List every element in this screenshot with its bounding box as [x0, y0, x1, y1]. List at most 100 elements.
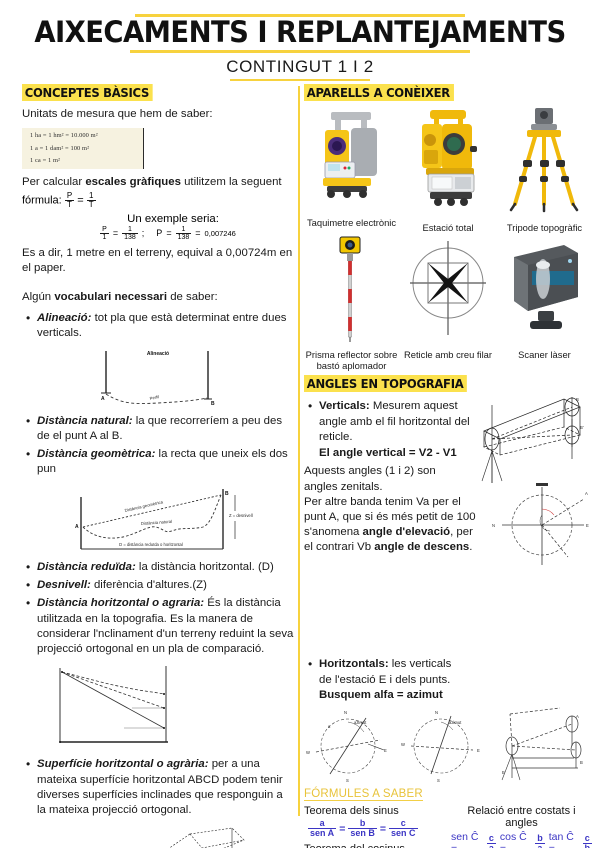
- reticle-icon: [410, 241, 486, 336]
- instrument-reticle: Reticle amb creu filar: [400, 235, 495, 371]
- cos-label: cos Ĉ =: [499, 831, 527, 848]
- list-item: Alineació: tot pla que està determinat e…: [22, 310, 294, 342]
- frac-numerator: 1: [127, 225, 132, 233]
- figure-text-perfil: Perfil: [149, 394, 159, 401]
- document-header: AIXECAMENTS I REPLANTEJAMENTS CONTINGUT …: [0, 0, 600, 81]
- instrument-caption: Reticle amb creu filar: [403, 349, 493, 361]
- definition-text: tot pla que està determinat entre dues v…: [37, 312, 287, 340]
- para2-a: Per altre banda tenim Va per el punt A, …: [304, 495, 476, 539]
- cosinus-title: Teorema del cosinus: [304, 843, 445, 848]
- svg-text:azimut: azimut: [449, 720, 462, 725]
- svg-text:azimut: azimut: [354, 720, 367, 725]
- list-item: Distància reduïda: la distància horitzon…: [22, 559, 294, 575]
- frac-numerator: P: [66, 190, 73, 200]
- tripod-icon: [510, 108, 579, 213]
- term-superficie-horitzontal: Superfície horitzontal o agrària:: [37, 758, 209, 771]
- scales-bold: escales gràfiques: [85, 176, 181, 189]
- figure-text-alineacio: Alineació: [147, 351, 169, 357]
- example-label: Un exemple seria:: [127, 212, 219, 225]
- frac-denominator: sen C: [388, 828, 418, 839]
- term-distancia-geometrica: Distància geomètrica:: [37, 448, 156, 461]
- svg-text:N: N: [344, 710, 347, 715]
- para2-b: , per el contrari Vb: [304, 526, 473, 554]
- definition-text: És la distància utilitzada en la topogra…: [37, 597, 294, 656]
- para2-bold1: angle d'elevació: [362, 526, 451, 539]
- term-distancia-natural: Distància natural:: [37, 414, 133, 427]
- vocab-list-2: Distància natural: la que recorreríem a …: [22, 413, 294, 478]
- relacio-title: Relació entre costats i angles: [467, 805, 576, 830]
- total-station-icon: [422, 110, 477, 206]
- figure-estacio-punts: E A B: [501, 707, 583, 781]
- term-distancia-reduida: Distància reduïda:: [37, 560, 136, 573]
- svg-text:E: E: [586, 523, 589, 528]
- equals-sign: =: [195, 228, 201, 239]
- frac-denominator: 138: [175, 232, 192, 241]
- sinus-term: a sen A: [308, 818, 337, 838]
- label-horitzontals: Horitzontals:: [319, 658, 389, 671]
- label-verticals: Verticals:: [319, 400, 370, 413]
- para2-c: .: [469, 541, 473, 554]
- figure-text-a: A: [75, 524, 79, 530]
- units-row: 1 ha = 1 hm² = 10.000 m²: [30, 132, 98, 140]
- relacio-formulas: sen Ĉ = c a cos Ĉ = b a tan Ĉ = c: [451, 831, 592, 848]
- instrument-taquimetre: Taquimetre electrònic: [304, 106, 399, 233]
- term-distancia-horitzontal: Distància horitzontal o agraria:: [37, 597, 205, 610]
- equals-sign: =: [339, 822, 346, 835]
- frac-denominator: T: [64, 199, 75, 209]
- instruments-row-1: Taquimetre electrònic: [304, 106, 592, 233]
- sinus-term: b sen B: [348, 819, 377, 838]
- horitzontals-bold: Busquem alfa = azimut: [319, 688, 443, 701]
- frac-numerator: 1: [181, 225, 186, 233]
- section-title-conceptes: CONCEPTES BÀSICS: [22, 84, 153, 101]
- list-item: Superfície horitzontal o agrària: per a …: [22, 756, 294, 818]
- svg-text:E: E: [502, 770, 505, 775]
- vocab-list-3: Distància reduïda: la distància horitzon…: [22, 559, 294, 658]
- frac-numerator: c: [488, 832, 494, 843]
- frac-denominator: sen B: [348, 828, 377, 839]
- instrument-caption: Taquimetre electrònic: [306, 217, 397, 228]
- total-station-icon: [322, 112, 377, 198]
- term-desnivell: Desnivell:: [37, 578, 91, 591]
- frac-numerator: a: [319, 818, 325, 829]
- formulas-right-col: Relació entre costats i angles sen Ĉ = c…: [451, 805, 592, 848]
- sinus-term: c sen C: [388, 819, 418, 839]
- svg-text:S: S: [346, 778, 349, 783]
- scale-formula-line: fórmula: P T = 1 T: [22, 190, 294, 209]
- angles-verticals-list: Verticals: Mesurem aquest angle amb el f…: [304, 398, 476, 461]
- section-title-formules: FÓRMULES A SABER: [304, 788, 423, 802]
- figure-text-b: B: [225, 491, 229, 497]
- laser-scanner-icon: [514, 245, 579, 330]
- frac-numerator: c: [584, 832, 590, 843]
- page-subtitle: CONTINGUT 1 I 2: [226, 56, 374, 76]
- svg-text:B: B: [580, 760, 583, 765]
- relacio-frac-cos: b a: [535, 833, 545, 848]
- formula-fraction-right: 1 T: [86, 191, 96, 209]
- column-divider: [298, 86, 300, 816]
- left-column: CONCEPTES BÀSICS Unitats de mesura que h…: [22, 84, 294, 848]
- instrument-estacio-total: Estació total: [400, 106, 495, 233]
- definition-text: la que recorreríem a peu des de el punt …: [37, 414, 283, 442]
- figure-text-b: B: [211, 401, 215, 407]
- figure-azimut-2: N W E S azimut: [401, 710, 480, 783]
- definition-text: diferència d'altures.(Z): [90, 578, 207, 591]
- p-value: 0,007246: [204, 228, 236, 238]
- example-equation: P 1 = 1 138 ; P = 1 138 = 0,007246: [22, 226, 294, 241]
- svg-text:B': B': [580, 425, 584, 430]
- svg-text:S: S: [437, 778, 440, 783]
- angles-horitzontals-list: Horitzontals: les verticals de l'estació…: [304, 656, 464, 703]
- formula-label: fórmula:: [22, 193, 62, 206]
- list-item: Desnivell: diferència d'altures.(Z): [22, 577, 294, 593]
- instrument-scanner: Scaner làser: [497, 235, 592, 371]
- instrument-caption: Prisma reflector sobre bastó aplomador: [305, 349, 398, 372]
- svg-text:E: E: [384, 748, 387, 753]
- section-title-aparells: APARELLS A CONÈIXER: [304, 84, 454, 101]
- sinus-formula: a sen A = b sen B = c sen C: [308, 819, 445, 838]
- page-title: AIXECAMENTS I REPLANTEJAMENTS: [34, 15, 566, 49]
- equals-sign: =: [112, 228, 119, 239]
- figure-text-a: A: [101, 396, 105, 402]
- scales-text-pre: Per calcular: [22, 176, 86, 189]
- vocab-list-1: Alineació: tot pla que està determinat e…: [22, 310, 294, 342]
- list-item: Distància horitzontal o agraria: És la d…: [22, 595, 294, 657]
- verticals-equation: El angle vertical = V2 - V1: [319, 447, 457, 460]
